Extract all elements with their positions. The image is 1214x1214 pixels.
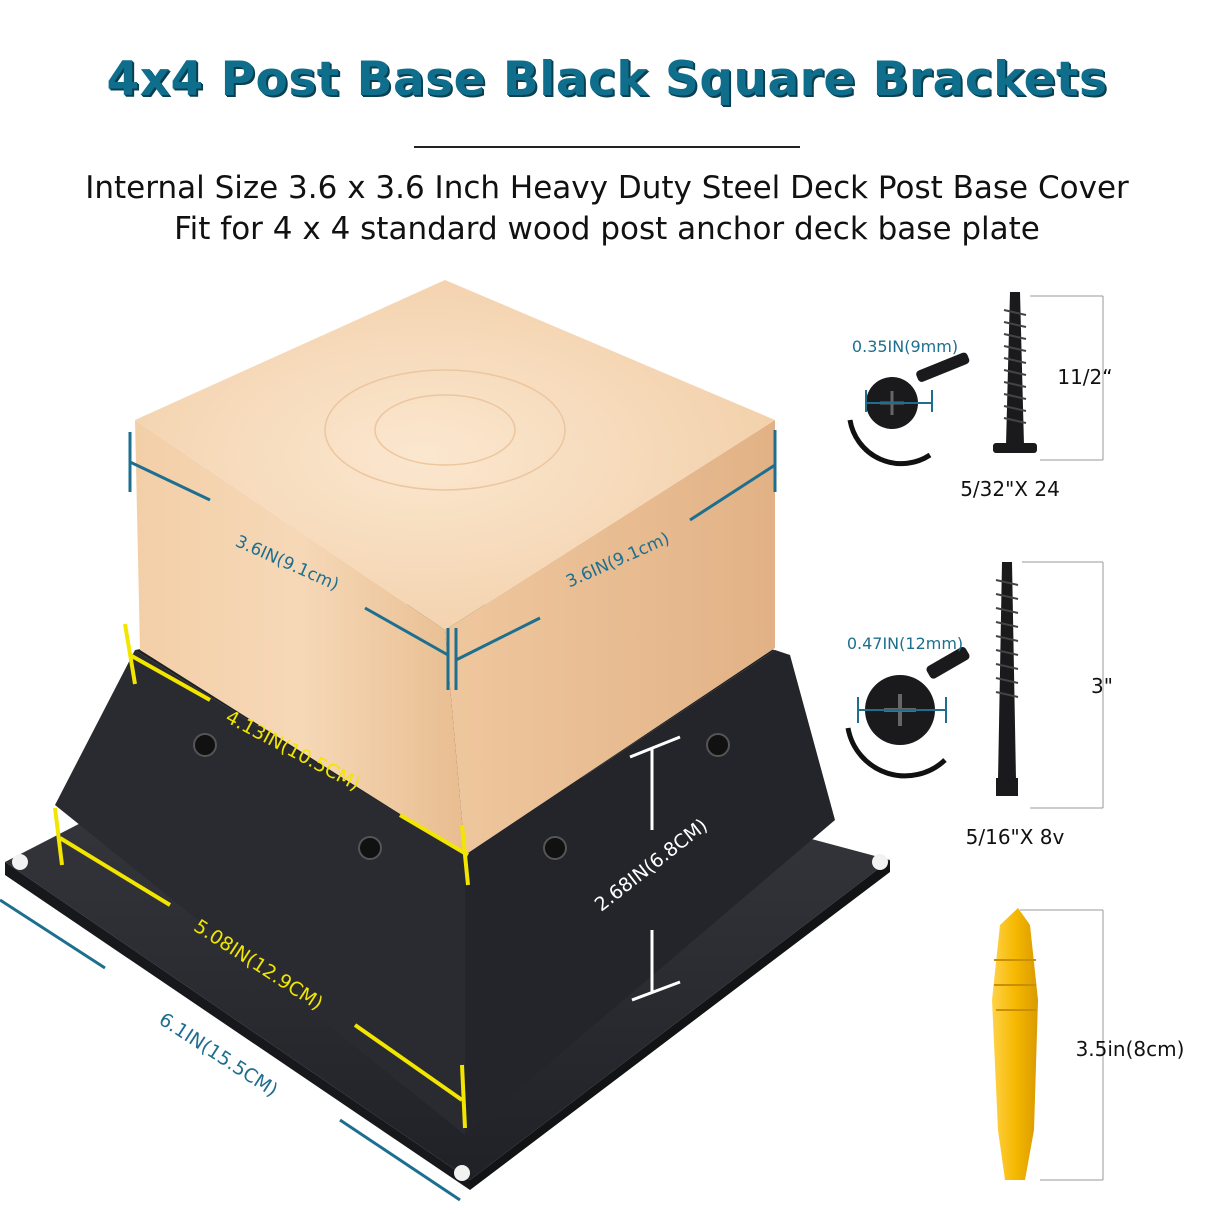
wall-anchor	[992, 908, 1104, 1181]
screw1-length: 11/2“	[1057, 365, 1112, 389]
screw1-size: 5/32"X 24	[960, 477, 1060, 501]
wood-screw-small	[847, 292, 1104, 467]
bracket-dimension-lines	[53, 623, 470, 1129]
height-dimension-lines	[629, 735, 681, 1002]
bracket-screw	[358, 836, 382, 860]
post-dimension-lines	[0, 430, 777, 1202]
mounting-hole	[12, 854, 28, 870]
bracket-screw	[543, 836, 567, 860]
bracket-screw	[193, 733, 217, 757]
screw2-head-size: 0.47IN(12mm)	[847, 634, 963, 653]
mounting-hole	[454, 1165, 470, 1181]
screw2-size: 5/16"X 8v	[966, 825, 1065, 849]
screw1-head-size: 0.35IN(9mm)	[852, 337, 958, 356]
screw2-length: 3"	[1091, 674, 1113, 698]
lag-screw-large	[845, 561, 1104, 809]
subtitle-line-1: Internal Size 3.6 x 3.6 Inch Heavy Duty …	[85, 170, 1129, 206]
anchor-length: 3.5in(8cm)	[1076, 1037, 1185, 1061]
subtitle-line-2: Fit for 4 x 4 standard wood post anchor …	[174, 211, 1040, 247]
mounting-hole	[872, 854, 888, 870]
title-divider	[414, 146, 800, 148]
page-title: 4x4 Post Base Black Square Brackets	[106, 52, 1108, 107]
bracket-screw	[706, 733, 730, 757]
wood-post	[135, 280, 775, 855]
